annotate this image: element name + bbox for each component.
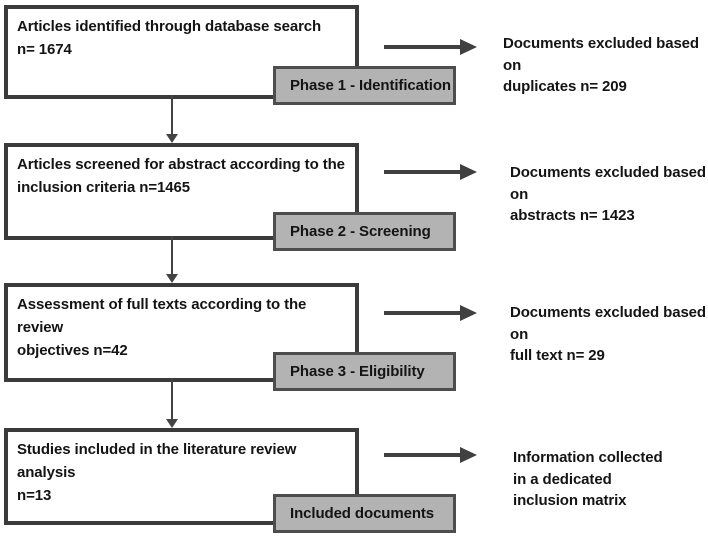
down-arrow-head-icon: [166, 419, 178, 428]
right-arrow-head-icon: [460, 305, 477, 321]
right-arrow-head-icon: [460, 447, 477, 463]
excluded-text-fulltext: Documents excluded based on full text n=…: [510, 304, 706, 364]
right-arrow-line-4: [384, 453, 460, 457]
right-arrow-line-2: [384, 170, 460, 174]
right-arrow-line-1: [384, 45, 460, 49]
excluded-text-abstracts: Documents excluded based on abstracts n=…: [510, 164, 706, 224]
outcome-text-inclusion-matrix: Information collected in a dedicated inc…: [513, 449, 663, 509]
down-arrow-line-1: [171, 95, 173, 134]
excluded-text-duplicates: Documents excluded based on duplicates n…: [503, 35, 699, 95]
phase-label-screening: Phase 2 - Screening: [273, 212, 456, 251]
down-arrow-line-3: [171, 378, 173, 419]
stage-box-included: Studies included in the literature revie…: [4, 428, 359, 525]
right-arrow-head-icon: [460, 39, 477, 55]
down-arrow-head-icon: [166, 274, 178, 283]
down-arrow-head-icon: [166, 134, 178, 143]
phase-label-included: Included documents: [273, 494, 456, 533]
stage-box-identification: Articles identified through database sea…: [4, 5, 359, 99]
phase-label-identification: Phase 1 - Identification: [273, 66, 456, 105]
down-arrow-line-2: [171, 236, 173, 274]
right-arrow-line-3: [384, 311, 460, 315]
right-arrow-head-icon: [460, 164, 477, 180]
phase-label-eligibility: Phase 3 - Eligibility: [273, 352, 456, 391]
